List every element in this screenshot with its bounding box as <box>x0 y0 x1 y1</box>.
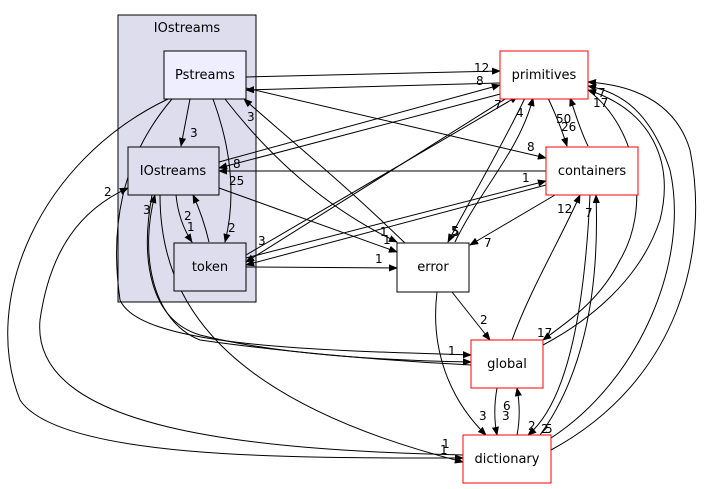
edge-label: 7 <box>484 236 492 250</box>
edge-dictionary-containers <box>539 194 600 436</box>
edge-containers-token <box>245 184 547 267</box>
edge-primitives-iostreams <box>218 91 509 170</box>
node-token[interactable]: token <box>173 242 247 292</box>
edge-label: 3 <box>258 234 266 248</box>
edge-pstreams-error <box>224 98 398 243</box>
edge-label: 50 <box>556 112 571 126</box>
edge-label: 3 <box>479 409 487 423</box>
edge-primitives-containers <box>547 97 569 147</box>
edge-label: 2 <box>104 185 112 199</box>
edge-iostreams-primitives <box>218 83 501 163</box>
edge-label: 3 <box>502 409 510 423</box>
edge-label: 1 <box>448 344 456 358</box>
cluster-title: IOstreams <box>154 21 221 36</box>
edge-label: 1 <box>380 225 388 239</box>
edge-label: 12 <box>557 202 572 216</box>
edge-error-dictionary <box>435 291 487 436</box>
edge-iostreams-dictionary <box>159 194 464 464</box>
edge-dictionary-primitives-b <box>550 78 697 451</box>
edge-label: 25 <box>229 174 244 188</box>
edge-label: 1 <box>522 171 530 185</box>
edge-label: 26 <box>561 120 576 134</box>
edge-error-pstreams <box>243 98 407 245</box>
node-pstreams[interactable]: Pstreams <box>163 50 247 100</box>
edge-token-error <box>245 264 398 272</box>
edge-label: 6 <box>503 399 511 413</box>
edge-label: 1 <box>383 233 391 247</box>
node-label: global <box>487 357 527 372</box>
node-global[interactable]: global <box>470 339 544 389</box>
edge-global-containers <box>511 194 581 341</box>
node-iostreams[interactable]: IOstreams <box>127 146 220 196</box>
edge-containers-dictionary <box>527 194 591 436</box>
edge-labels: 12 8 3 2 8 1 1 3 7 8 25 2 1 1 1 1 3 2 4 … <box>104 61 608 457</box>
edge-label: 2 <box>528 419 536 433</box>
edge-pstreams-iostreams <box>178 98 191 147</box>
node-label: IOstreams <box>140 164 207 179</box>
edge-global-primitives <box>542 89 665 346</box>
edge-label: 8 <box>476 74 484 88</box>
edge-iostreams-global <box>146 194 472 366</box>
edge-label: 5 <box>451 224 459 238</box>
edge-label: 12 <box>474 61 489 75</box>
edge-dictionary-iostreams <box>39 187 464 456</box>
edge-pstreams-primitives <box>245 67 501 78</box>
edge-iostreams-token <box>175 194 193 243</box>
edge-label: 1 <box>187 220 195 234</box>
node-dictionary[interactable]: dictionary <box>462 434 552 484</box>
edge-dictionary-global <box>514 387 522 436</box>
edge-label: 1 <box>440 443 448 457</box>
node-error[interactable]: error <box>396 242 470 293</box>
edge-label: 1 <box>442 437 450 451</box>
node-label: containers <box>558 164 627 179</box>
edge-label: 5 <box>452 225 460 239</box>
edge-label: 8 <box>527 140 535 154</box>
node-label: token <box>192 260 228 275</box>
edge-label: 3 <box>190 126 198 140</box>
edge-label: 4 <box>516 106 524 120</box>
edge-containers-error <box>469 194 556 246</box>
edge-iostreams-error <box>218 187 398 253</box>
edge-label: 2 <box>541 422 549 436</box>
edge-label: 3 <box>247 110 255 124</box>
edge-label: 5 <box>545 422 553 436</box>
edges <box>7 67 697 464</box>
edge-label: 2 <box>184 209 192 223</box>
edge-token-containers <box>245 179 547 259</box>
edge-primitives-global <box>542 89 638 341</box>
edge-label: 8 <box>233 157 241 171</box>
edge-label: 2 <box>480 313 488 327</box>
node-primitives[interactable]: primitives <box>499 50 589 100</box>
edge-token-primitives <box>245 95 519 256</box>
edge-global-iostreams <box>148 194 472 366</box>
edge-primitives-error <box>447 97 526 243</box>
edge-token-iostreams <box>192 194 210 243</box>
node-label: primitives <box>512 68 577 83</box>
edge-label: 17 <box>537 326 552 340</box>
edge-error-primitives <box>454 97 535 243</box>
node-containers[interactable]: containers <box>545 146 639 196</box>
edge-pstreams-dictionary <box>7 98 464 462</box>
node-label: error <box>417 260 449 275</box>
edge-global-dictionary <box>491 387 499 436</box>
edge-primitives-pstreams <box>245 82 501 94</box>
edge-label: 7 <box>494 98 502 112</box>
edge-pstreams-containers <box>245 87 547 160</box>
edge-pstreams-token <box>212 98 232 243</box>
edge-label: 7 <box>598 86 606 100</box>
node-label: dictionary <box>475 452 540 467</box>
edge-dictionary-primitives <box>550 83 675 439</box>
edge-label: 3 <box>143 203 151 217</box>
node-label: Pstreams <box>175 68 235 83</box>
edge-label: 2 <box>228 221 236 235</box>
edge-error-global <box>451 291 491 341</box>
edge-label: 1 <box>375 252 383 266</box>
edge-containers-primitives <box>569 97 589 147</box>
edge-primitives-token <box>245 95 511 263</box>
edge-label: 7 <box>585 206 593 220</box>
edge-label: 17 <box>593 96 608 110</box>
